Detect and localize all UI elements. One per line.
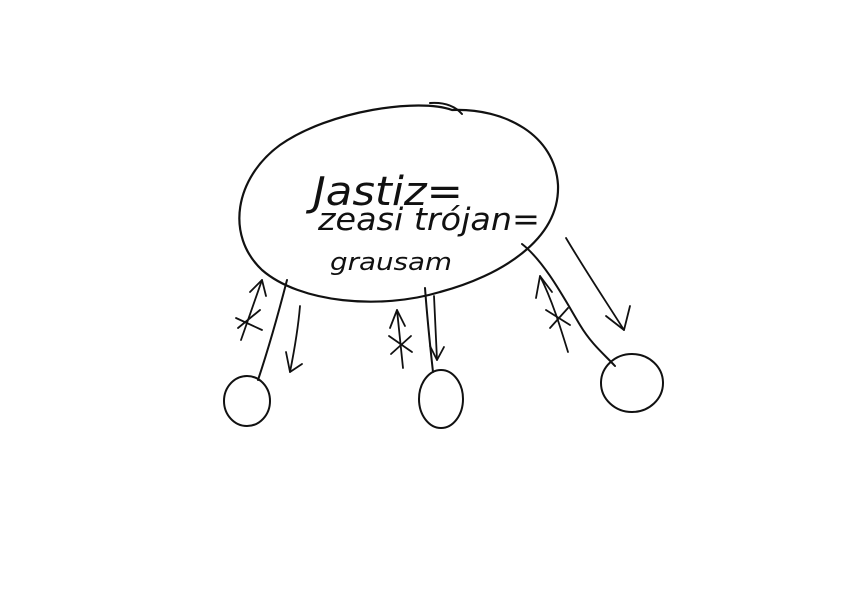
arrow-down-left <box>285 305 303 373</box>
arrow-down-middle <box>429 295 445 361</box>
central-node-line-2: zeasi trójan= <box>317 202 540 238</box>
central-node-line-1: Jastiz= <box>305 169 463 215</box>
arrow-down-right <box>565 237 631 331</box>
edge-right-connector <box>521 243 616 367</box>
edge-left-connector <box>257 279 288 381</box>
arrow-up-crossed-right <box>535 275 571 353</box>
arrow-up-crossed-middle <box>388 309 413 369</box>
edge-middle-connector <box>424 287 434 373</box>
edge-left <box>223 279 303 427</box>
edge-right <box>521 237 664 413</box>
child-node-right <box>600 353 664 413</box>
child-node-middle <box>418 369 464 429</box>
central-node: Jastiz= zeasi trójan= grausam <box>238 101 560 303</box>
child-node-left <box>223 375 271 427</box>
central-node-overdraw <box>429 101 463 115</box>
central-node-outline <box>238 104 560 303</box>
central-node-line-3: grausam <box>330 248 452 276</box>
arrow-up-crossed-left <box>235 279 267 341</box>
edge-middle <box>388 287 464 429</box>
